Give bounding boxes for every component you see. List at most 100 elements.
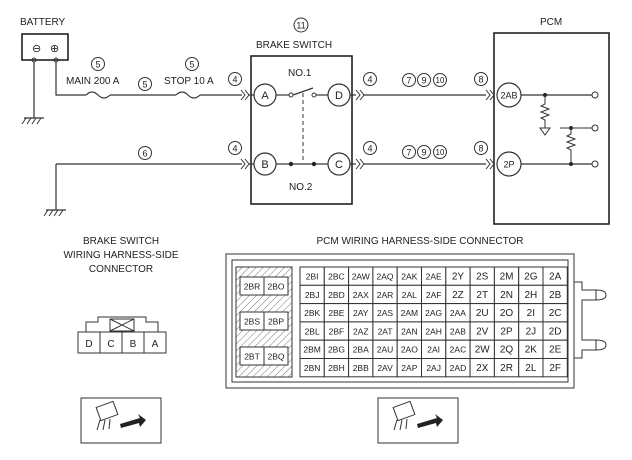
battery-box (21, 33, 69, 61)
bs-connector-title-2: WIRING HARNESS-SIDE (63, 250, 178, 261)
svg-text:2BC: 2BC (328, 271, 345, 281)
stop-fuse-label: STOP 10 A (164, 76, 214, 87)
pcm-terminal-2ab-label: 2AB (500, 91, 517, 101)
svg-text:2E: 2E (549, 345, 562, 356)
svg-text:2X: 2X (476, 363, 489, 374)
pcm-pin-2ad: 2AD (445, 358, 471, 378)
ground-symbol-switch (43, 209, 66, 217)
pcm-pin-2aq: 2AQ (372, 266, 398, 286)
svg-text:2BL: 2BL (305, 326, 320, 336)
pcm-pin-2q: 2Q (493, 339, 520, 360)
svg-text:2V: 2V (476, 326, 489, 337)
svg-text:2AV: 2AV (377, 363, 393, 373)
pcm-pin-2bg: 2BG (323, 339, 350, 360)
bs-pin-a: A (152, 339, 159, 350)
wire-mid-callout: 5 (142, 80, 147, 90)
svg-text:2AS: 2AS (377, 308, 393, 318)
pcm-top-callout: 8 (478, 75, 483, 85)
pcm-connector-title: PCM WIRING HARNESS-SIDE CONNECTOR (316, 236, 523, 247)
svg-text:2AE: 2AE (426, 271, 442, 281)
pcm-pin-2ap: 2AP (396, 358, 423, 378)
svg-text:2BD: 2BD (328, 290, 345, 300)
pcm-pin-2aw: 2AW (348, 266, 374, 286)
pcm-pin-2bs: 2BS (239, 311, 265, 331)
bs-connector-title-3: CONNECTOR (89, 264, 153, 275)
svg-text:2AQ: 2AQ (377, 271, 394, 281)
pcm-pin-2bc: 2BC (323, 266, 350, 286)
svg-text:2BF: 2BF (329, 326, 345, 336)
brake-switch-box (250, 55, 353, 205)
pcm-pin-2ai: 2AI (421, 339, 447, 360)
svg-text:9: 9 (421, 148, 426, 158)
svg-text:2P: 2P (500, 326, 513, 337)
svg-text:2H: 2H (524, 290, 537, 301)
svg-text:2B: 2B (549, 290, 562, 301)
svg-text:2AI: 2AI (427, 345, 440, 355)
pcm-pin-2bt: 2BT (239, 346, 265, 366)
pcm-pin-2ay: 2AY (348, 303, 374, 323)
svg-text:2T: 2T (476, 290, 488, 301)
pcm-pin-2x: 2X (469, 358, 495, 378)
pcm-pin-2at: 2AT (372, 321, 398, 341)
pcm-pin-2i: 2I (518, 303, 544, 323)
pcm-pin-2bd: 2BD (323, 284, 350, 305)
pcm-pin-2an: 2AN (396, 321, 423, 341)
pcm-pin-2bq: 2BQ (263, 346, 289, 366)
svg-text:2AX: 2AX (353, 290, 369, 300)
svg-text:2O: 2O (500, 308, 514, 319)
pcm-pin-2ao: 2AO (396, 339, 423, 360)
pcm-connector-inner (231, 259, 569, 383)
svg-text:2AK: 2AK (401, 271, 417, 281)
svg-text:2S: 2S (476, 271, 489, 282)
main-fuse-label: MAIN 200 A (66, 76, 120, 87)
pcm-pin-2v: 2V (469, 321, 495, 341)
svg-text:2W: 2W (475, 345, 491, 356)
bottom-wire-callouts: 7 9 10 (402, 145, 447, 159)
svg-text:2BK: 2BK (304, 308, 320, 318)
pcm-pulldown-resistor (539, 95, 551, 128)
pcm-pin-2bk: 2BK (299, 303, 325, 323)
pcm-pin-2ag: 2AG (421, 303, 447, 323)
pcm-pin-2ac: 2AC (445, 339, 471, 360)
svg-text:2AD: 2AD (450, 363, 467, 373)
switch-no2-label: NO.2 (289, 182, 313, 193)
pcm-pin-2r: 2R (493, 358, 520, 378)
svg-text:2AT: 2AT (378, 326, 393, 336)
pcm-pin-2bm: 2BM (299, 339, 325, 360)
svg-text:2BA: 2BA (353, 345, 369, 355)
bs-pin-b: B (130, 339, 137, 350)
svg-text:2BQ: 2BQ (267, 351, 284, 361)
pcm-pin-2ak: 2AK (396, 266, 423, 286)
svg-text:2J: 2J (526, 326, 537, 337)
bs-pin-c: C (107, 339, 114, 350)
svg-text:2D: 2D (549, 326, 562, 337)
svg-text:2BP: 2BP (268, 316, 284, 326)
pcm-pin-2as: 2AS (372, 303, 398, 323)
pcm-pin-2af: 2AF (421, 284, 447, 305)
battery-label: BATTERY (20, 17, 66, 28)
pcm-pin-2bh: 2BH (323, 358, 350, 378)
ground-symbol-battery (21, 117, 44, 125)
pcm-pin-2aj: 2AJ (421, 358, 447, 378)
svg-text:2BR: 2BR (244, 281, 261, 291)
pcm-pin-2bo: 2BO (263, 276, 289, 296)
pcm-pin-2u: 2U (469, 303, 495, 323)
svg-text:2AF: 2AF (426, 290, 442, 300)
pcm-pin-2bf: 2BF (323, 321, 350, 341)
svg-text:2BE: 2BE (328, 308, 344, 318)
pcm-pin-2j: 2J (518, 321, 544, 341)
pcm-pin-2h: 2H (518, 284, 544, 305)
pcm-pin-2be: 2BE (323, 303, 350, 323)
pcm-pin-2g: 2G (518, 266, 544, 286)
pcm-pin-2w: 2W (469, 339, 495, 360)
svg-text:2BH: 2BH (328, 363, 345, 373)
pcm-pin-2l: 2L (518, 358, 544, 378)
bs-connector-title-1: BRAKE SWITCH (83, 236, 159, 247)
bs-connector-view-icon (80, 397, 162, 444)
pcm-pin-2bl: 2BL (299, 321, 325, 341)
battery-positive-symbol: ⊕ (50, 43, 59, 55)
pcm-terminal-2p-label: 2P (503, 160, 514, 170)
